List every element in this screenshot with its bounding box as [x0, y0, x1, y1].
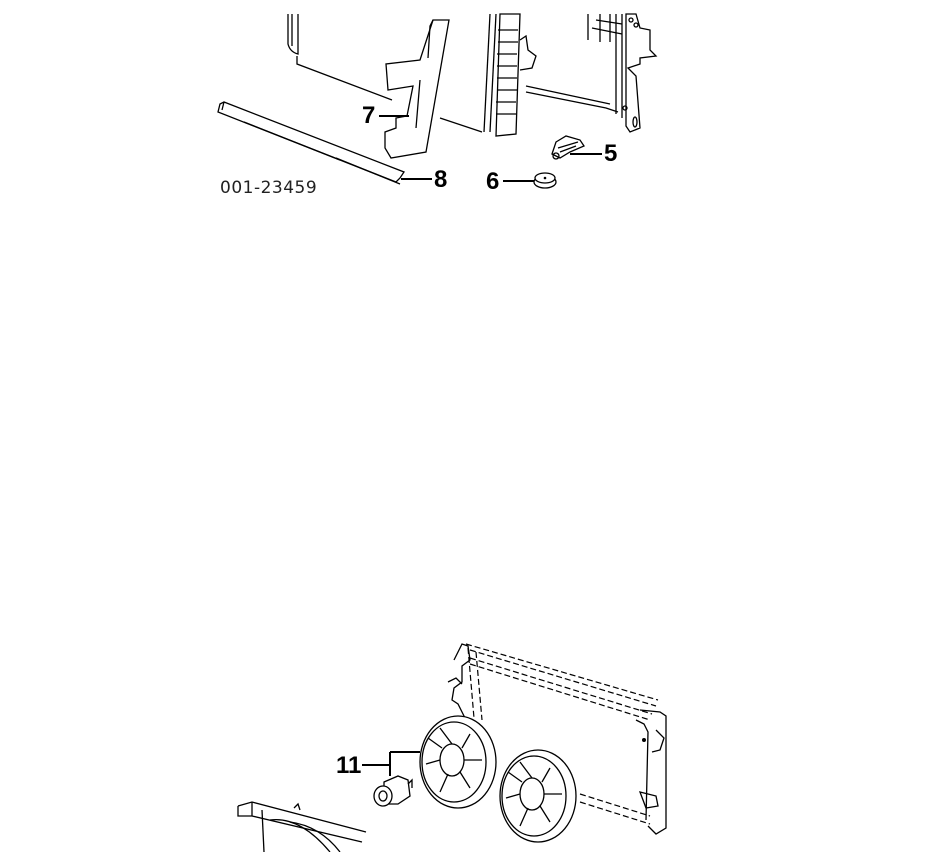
drawing-number: 001-23459 — [220, 178, 318, 198]
radiator-outline — [447, 643, 667, 835]
radiator-core-left — [439, 13, 537, 137]
condenser-left-frame — [287, 14, 393, 101]
part-6-grommet — [533, 172, 557, 189]
fan-motor — [373, 775, 413, 807]
callout-11: 11 — [336, 752, 362, 779]
fan-shroud-2 — [499, 749, 577, 843]
part-5-clip — [551, 135, 585, 160]
callout-5: 5 — [604, 140, 618, 167]
bottom-diagram-section: 11 — [0, 620, 935, 852]
fan-shroud-1 — [419, 715, 497, 809]
callout-8: 8 — [434, 166, 448, 193]
part-7-deflector — [384, 19, 450, 159]
shroud-partial — [237, 801, 367, 852]
condenser-right-frame — [525, 13, 658, 133]
top-parts-illustration — [217, 13, 658, 189]
top-diagram-section: 7 8 5 6 001-23459 — [0, 0, 935, 215]
part-8-seal-strip — [217, 101, 405, 185]
bottom-parts-illustration — [237, 643, 667, 852]
leader-lines — [379, 115, 602, 182]
callout-7: 7 — [362, 102, 376, 129]
leader-11 — [362, 751, 420, 776]
callout-6: 6 — [486, 168, 500, 195]
